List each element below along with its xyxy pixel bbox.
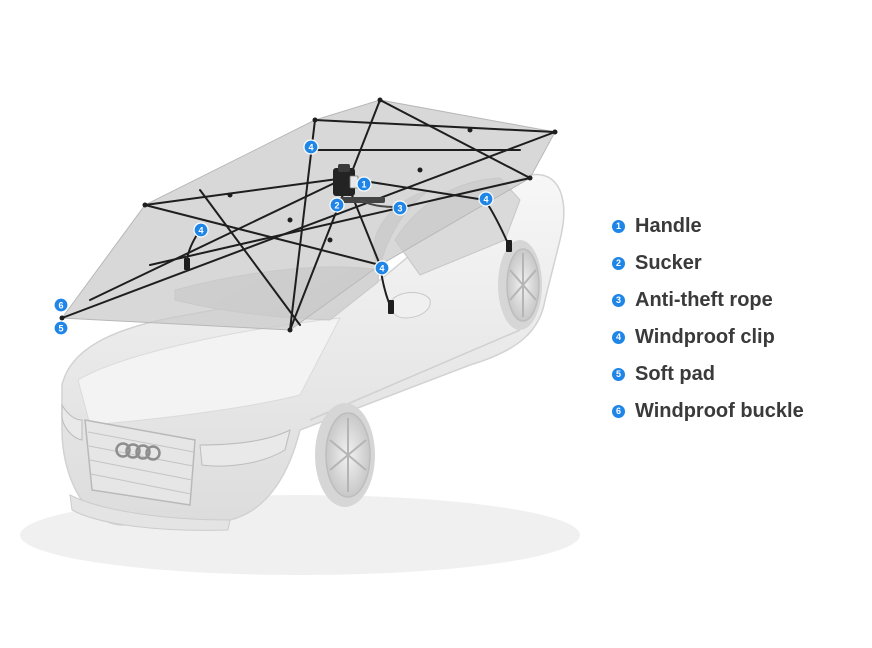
legend-item-anti-theft-rope: 3 Anti-theft rope (612, 282, 862, 319)
umbrella-frame (61, 99, 556, 331)
windproof-clip-straps (184, 240, 512, 314)
anti-theft-rope (359, 199, 395, 208)
legend-number-badge: 4 (612, 331, 625, 344)
legend-number-badge: 6 (612, 405, 625, 418)
legend-number-badge: 2 (612, 257, 625, 270)
callout-handle: 1 (356, 176, 372, 192)
callout-anti-theft-rope: 3 (392, 200, 408, 216)
legend-label: Soft pad (635, 363, 715, 385)
four-rings-logo (115, 442, 161, 461)
rear-wheel (498, 240, 542, 330)
svg-text:2: 2 (334, 201, 339, 211)
legend-label: Anti-theft rope (635, 289, 773, 311)
svg-text:4: 4 (483, 195, 488, 205)
front-grille (84, 419, 196, 506)
callout-windproof-clip-front: 4 (374, 260, 390, 276)
legend-number-badge: 3 (612, 294, 625, 307)
legend-label: Sucker (635, 252, 702, 274)
legend-item-windproof-buckle: 6 Windproof buckle (612, 393, 862, 430)
legend-label: Handle (635, 215, 702, 237)
legend-number-badge: 1 (612, 220, 625, 233)
legend-item-windproof-clip: 4 Windproof clip (612, 319, 862, 356)
legend-item-sucker: 2 Sucker (612, 245, 862, 282)
callout-badges: 1 2 3 4 4 4 4 (53, 139, 494, 336)
callout-windproof-clip-right: 4 (478, 191, 494, 207)
callout-windproof-buckle: 6 (53, 297, 69, 313)
svg-text:3: 3 (397, 204, 402, 214)
svg-text:4: 4 (379, 264, 384, 274)
svg-text:5: 5 (58, 324, 63, 334)
legend-label: Windproof buckle (635, 400, 804, 422)
callout-windproof-clip-left: 4 (193, 222, 209, 238)
legend-item-handle: 1 Handle (612, 208, 862, 245)
parts-legend: 1 Handle 2 Sucker 3 Anti-theft rope 4 Wi… (612, 208, 862, 430)
front-wheel (315, 403, 375, 507)
handle-hub (333, 164, 385, 203)
svg-text:6: 6 (58, 301, 63, 311)
callout-soft-pad: 5 (53, 320, 69, 336)
legend-item-soft-pad: 5 Soft pad (612, 356, 862, 393)
callout-sucker: 2 (329, 197, 345, 213)
callout-windproof-clip-top: 4 (303, 139, 319, 155)
legend-number-badge: 5 (612, 368, 625, 381)
legend-label: Windproof clip (635, 326, 775, 348)
svg-text:4: 4 (198, 226, 203, 236)
svg-text:1: 1 (361, 180, 366, 190)
svg-text:4: 4 (308, 143, 313, 153)
